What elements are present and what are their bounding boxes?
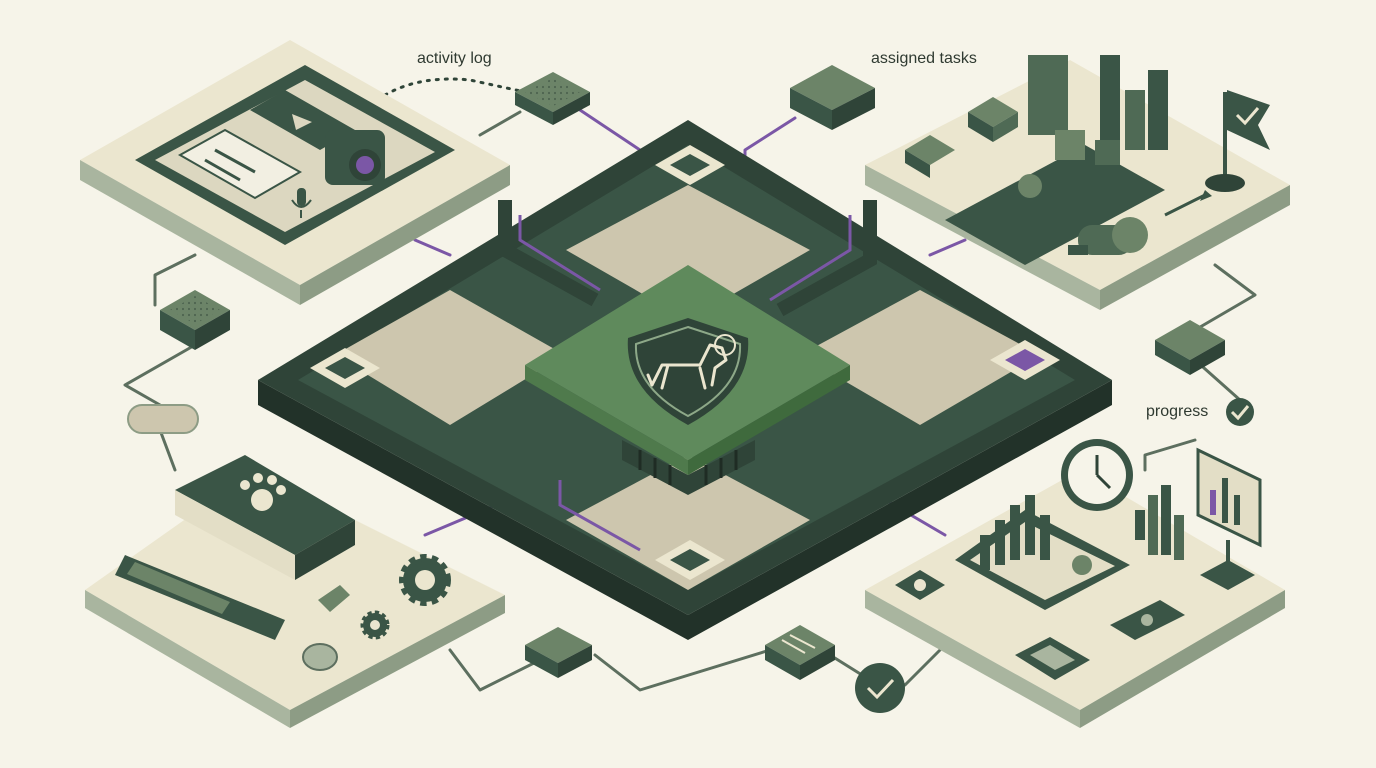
pad-left (310, 348, 380, 388)
tile-top (566, 185, 810, 320)
connector-nodes (127, 65, 1254, 713)
analytics-tablet-icon (955, 495, 1130, 610)
node-top-center (790, 65, 875, 130)
connector-purple-3 (413, 238, 452, 257)
phone-icon (1110, 600, 1185, 640)
node-bottom-2 (765, 625, 835, 680)
assigned-tasks-card (865, 55, 1290, 310)
activity-log-label: activity log (417, 50, 492, 67)
dog-shield-icon (627, 318, 749, 425)
flag-icon (1205, 90, 1270, 192)
microphone-icon (291, 188, 312, 218)
pad-right-purple (990, 340, 1060, 380)
small-gear-icon (360, 610, 390, 640)
camera-icon (325, 130, 385, 185)
gear-icon (399, 554, 451, 606)
document-box-icon (1015, 637, 1090, 680)
node-left-2 (127, 404, 199, 434)
bar-chart-icon (1028, 55, 1168, 165)
activity-log-card (80, 40, 510, 305)
connector-activity (383, 77, 527, 97)
progress-label: progress (1146, 403, 1209, 420)
progress-card (865, 439, 1285, 728)
progress-bar-icon (115, 555, 285, 640)
tile-left (335, 290, 565, 425)
training-logbook-card (85, 455, 505, 728)
bar-chart-3d-icon (1135, 485, 1184, 560)
node-left-1 (160, 290, 230, 350)
progress-check-icon (1226, 398, 1254, 426)
tile-right (800, 290, 1040, 425)
assigned-tasks-label: assigned tasks (871, 50, 977, 67)
presentation-board-icon (1196, 447, 1262, 590)
connector-left-chain (123, 253, 197, 472)
paw-book-icon (175, 455, 355, 580)
node-bottom-1 (525, 627, 592, 678)
tile-bottom (566, 455, 810, 590)
connector-progress (1143, 438, 1197, 472)
gear-box-icon (895, 570, 945, 600)
whistle-icon (1068, 217, 1148, 255)
checkmark-node-icon (855, 663, 905, 713)
clock-icon (1061, 439, 1133, 511)
node-right-1 (1155, 320, 1225, 375)
connector-bottom-chain (448, 598, 962, 692)
central-platform (258, 120, 1112, 640)
pad-bottom (655, 540, 725, 580)
connector-node-tl (478, 110, 522, 137)
node-top-left (515, 72, 590, 125)
pad-top (655, 145, 725, 185)
connector-purple-4 (928, 238, 967, 257)
